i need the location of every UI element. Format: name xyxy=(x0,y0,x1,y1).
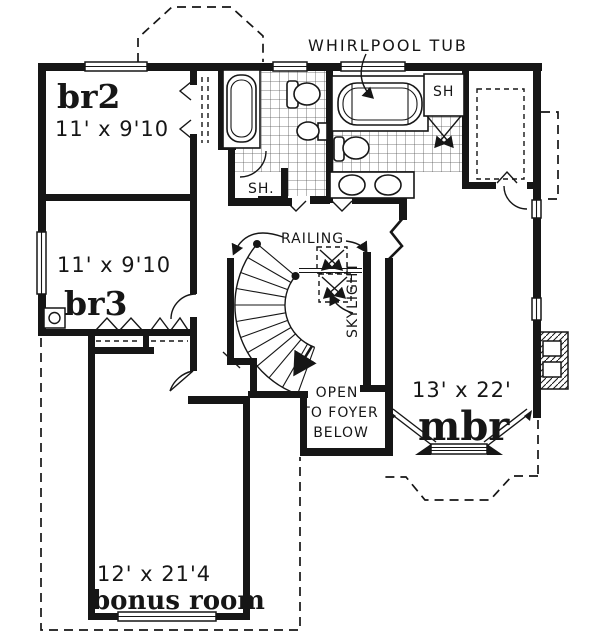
newel-post xyxy=(253,240,261,248)
window-br3-left xyxy=(36,231,47,295)
whirlpool-tub-label: WHIRLPOOL TUB xyxy=(308,36,468,55)
wall-break-symbol xyxy=(387,217,404,261)
room-dims-bonus: 12' x 21'4 xyxy=(97,562,211,586)
windows xyxy=(36,61,542,622)
shower-door-swing xyxy=(239,150,267,178)
pedestal-sink-main-bath xyxy=(296,121,328,141)
window-br2-top xyxy=(84,61,148,72)
toilet-master-bath xyxy=(333,136,370,162)
shower-stall-master xyxy=(423,73,465,149)
br2-closet-door xyxy=(201,77,209,143)
bonus-door-swing xyxy=(169,370,194,392)
fireplace xyxy=(537,331,569,390)
newel-post xyxy=(291,272,300,280)
br2-door-mark xyxy=(178,119,192,139)
room-dims-br2: 11' x 9'10 xyxy=(55,117,169,141)
room-dims-mbr: 13' x 22' xyxy=(412,378,512,402)
railing-leader-right xyxy=(345,240,368,254)
double-vanity xyxy=(329,171,415,199)
room-label-bonus: bonus room xyxy=(92,586,265,616)
column-post xyxy=(43,307,66,329)
window-masterbath-top xyxy=(340,61,406,72)
br2-door-mark xyxy=(178,81,192,101)
room-label-mbr: mbr xyxy=(418,403,510,450)
roof-outline-bay-skirt xyxy=(382,420,539,501)
bath-door-mark xyxy=(285,200,307,212)
window-bonus-bottom xyxy=(117,611,217,622)
shower-label-main: SH. xyxy=(248,181,275,197)
br3-door-swing xyxy=(170,293,197,320)
skylight-symbol xyxy=(316,246,354,314)
roof-outline-bonus xyxy=(40,338,301,631)
window-mbr-right-1 xyxy=(531,199,542,219)
open-foyer-line2: TO FOYER xyxy=(300,405,378,421)
walls xyxy=(38,63,542,620)
open-foyer-line1: OPEN xyxy=(316,385,359,401)
master-suite-door-mark xyxy=(331,200,353,212)
hall-door-leaf xyxy=(222,351,241,369)
railing-leader-left xyxy=(231,232,284,256)
bonus-door-leaf xyxy=(169,370,194,392)
window-bath-top xyxy=(272,61,308,72)
stair-down-arrow xyxy=(293,345,317,377)
room-label-br3: br3 xyxy=(64,284,127,323)
whirlpool-tub xyxy=(331,75,429,132)
door-swings xyxy=(169,81,353,392)
room-label-br2: br2 xyxy=(57,77,120,116)
open-foyer-line3: BELOW xyxy=(313,425,369,441)
walk-in-closet xyxy=(476,88,528,210)
skylight-label: SKYLIGHT xyxy=(345,262,361,338)
deck-outline-right xyxy=(541,111,559,200)
window-mbr-right-2 xyxy=(531,297,542,321)
shower-label-master: SH xyxy=(433,84,454,100)
skylight-leader-arrow xyxy=(329,293,354,314)
toilet-main-bath xyxy=(286,80,321,109)
roof-outline-top-bay xyxy=(137,6,264,62)
room-dims-br3: 11' x 9'10 xyxy=(57,253,171,277)
bathtub xyxy=(222,69,261,149)
railing-label: RAILING xyxy=(281,231,344,247)
bay-window xyxy=(388,408,532,455)
br3-closet xyxy=(95,316,189,342)
whirlpool-leader-arrow xyxy=(360,53,375,99)
